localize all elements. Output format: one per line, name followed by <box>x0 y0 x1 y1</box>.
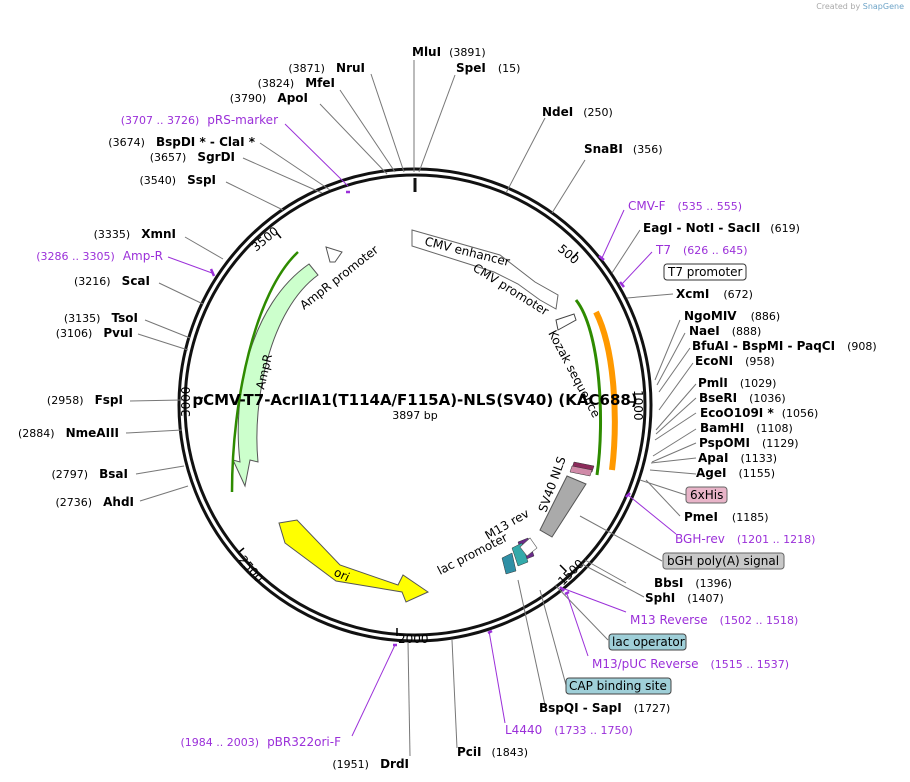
enzyme-label-left: (2797) BsaI <box>51 463 128 482</box>
acriia1-orf-arc <box>593 310 618 471</box>
plasmid-length: 3897 bp <box>392 409 437 422</box>
primer-lines <box>167 123 677 737</box>
cmv-enhancer-arrow <box>411 229 559 310</box>
lac-operator-box <box>608 633 687 651</box>
enzyme-label-right: BamHI(1108) <box>700 421 793 435</box>
enzyme-label-left: (3790) ApoI <box>230 87 308 106</box>
enzyme-label-left: (2958) FspI <box>47 389 123 408</box>
primer-ticks <box>209 190 631 647</box>
ampr-promoter-arrow <box>325 246 343 263</box>
lac-promoter-label: lac promoter <box>435 530 510 577</box>
enzyme-label-right: MluI(3891) <box>412 45 486 59</box>
enzyme-label-right: EcoO109I *(1056) <box>700 406 818 420</box>
enzyme-label-left: (3540) SspI <box>139 169 216 188</box>
plasmid-title: pCMV-T7-AcrIIA1(T114A/F115A)-NLS(SV40) (… <box>192 391 637 409</box>
tick-label: 3500 <box>249 224 281 254</box>
enzyme-label-left: (1951) DrdI <box>332 753 409 772</box>
enzyme-label-left: (2736) AhdI <box>55 491 134 510</box>
enzyme-label-left: (3657) SgrDI <box>150 146 235 165</box>
cap-site-box <box>565 677 672 695</box>
primer-label: (1984 .. 2003)pBR322ori-F <box>181 735 342 749</box>
tick-label: 2500 <box>236 553 266 585</box>
ori-arrow <box>278 519 430 603</box>
enzyme-label-right: NdeI(250) <box>542 105 613 119</box>
tick-label: 500 <box>555 242 582 267</box>
6xhis-label: 6xHis <box>690 488 723 502</box>
tick-marks <box>195 231 636 636</box>
snapgene-credit: Created by SnapGene <box>816 2 904 11</box>
enzyme-label-left: (3135) TsoI <box>64 307 138 326</box>
bgh-polya-box-label <box>662 552 785 570</box>
ampr-orf-arc <box>230 251 299 493</box>
t7-promoter-box <box>663 263 747 281</box>
tick-label: 1000 <box>631 390 645 421</box>
lac-operator-label: lac operator <box>612 635 685 649</box>
enzyme-label-right: EcoNI(958) <box>695 354 775 368</box>
cap-site-marker <box>501 552 517 575</box>
primer-label: (3707 .. 3726)pRS-marker <box>121 113 278 127</box>
backbone-inner <box>183 173 647 637</box>
primer-label: T7(626 .. 645) <box>655 243 748 257</box>
enzyme-label-left: (3871) NruI <box>288 57 365 76</box>
t7-promoter-label: T7 promoter <box>667 265 743 279</box>
lac-operator-marker <box>511 542 529 567</box>
insert-orf-arc <box>574 299 603 476</box>
enzyme-label-right: EagI - NotI - SacII(619) <box>643 221 800 235</box>
enzyme-label-left: (3335) XmnI <box>94 223 176 242</box>
enzyme-label-right: BbsI(1396) <box>654 576 732 590</box>
backbone-outer <box>177 167 653 643</box>
enzyme-label-left: (3674) BspDI * - ClaI * <box>108 131 255 150</box>
enzymes-left: (3871) NruI (3824) MfeI (3790) ApoI (367… <box>18 57 409 772</box>
his-tag-marker <box>569 465 593 477</box>
enzymes-right: MluI(3891) SpeI(15) NdeI(250) SnaBI(356)… <box>412 45 877 759</box>
primer-label: CMV-F(535 .. 555) <box>628 199 742 213</box>
enzyme-label-right: AgeI(1155) <box>696 466 775 480</box>
bgh-polya-label: bGH poly(A) signal <box>667 554 779 568</box>
enzyme-label-right: ApaI(1133) <box>698 451 777 465</box>
boxed-features: T7 promoter 6xHis bGH poly(A) signal lac… <box>565 263 785 695</box>
primer-label: (3286 .. 3305)Amp-R <box>36 249 163 263</box>
leader-lines <box>125 60 697 757</box>
primer-label: M13/pUC Reverse(1515 .. 1537) <box>592 657 789 671</box>
ori-label: ori <box>332 565 352 584</box>
kozak-arrow <box>555 313 577 331</box>
enzyme-label-left: (3216) ScaI <box>74 270 150 289</box>
enzyme-label-left: (3824) MfeI <box>258 72 335 91</box>
enzyme-label-right: PmlI(1029) <box>698 376 776 390</box>
bgh-polya-box <box>539 475 587 538</box>
enzyme-label-left: (2884) NmeAIII <box>18 422 119 441</box>
primer-labels: (3707 .. 3726)pRS-marker (3286 .. 3305)A… <box>36 113 815 749</box>
primer-label: M13 Reverse(1502 .. 1518) <box>630 613 798 627</box>
enzyme-label-right: XcmI(672) <box>676 287 753 301</box>
tick-label: 2000 <box>398 632 429 646</box>
primer-label: BGH-rev(1201 .. 1218) <box>675 532 815 546</box>
enzyme-label-left: (3106) PvuI <box>56 322 133 341</box>
enzyme-label-right: BseRI(1036) <box>699 391 786 405</box>
enzyme-label-right: BfuAI - BspMI - PaqCI(908) <box>692 339 877 353</box>
enzyme-label-right: BspQI - SapI(1727) <box>539 701 670 715</box>
enzyme-label-right: PmeI(1185) <box>684 510 768 524</box>
enzyme-label-right: SpeI(15) <box>456 61 520 75</box>
tick-label: 3000 <box>179 386 193 417</box>
cap-site-label: CAP binding site <box>569 679 667 693</box>
enzyme-label-right: SnaBI(356) <box>584 142 663 156</box>
enzyme-label-right: PspOMI(1129) <box>699 436 799 450</box>
primer-label: L4440(1733 .. 1750) <box>505 723 633 737</box>
lac-promoter-arrow <box>519 537 538 557</box>
enzyme-label-right: SphI(1407) <box>645 591 724 605</box>
enzyme-label-right: NgoMIV(886) <box>684 309 780 323</box>
6xhis-box <box>685 486 728 504</box>
enzyme-label-right: PciI(1843) <box>457 745 528 759</box>
enzyme-label-right: NaeI(888) <box>689 324 761 338</box>
ampr-arrow <box>232 263 319 488</box>
